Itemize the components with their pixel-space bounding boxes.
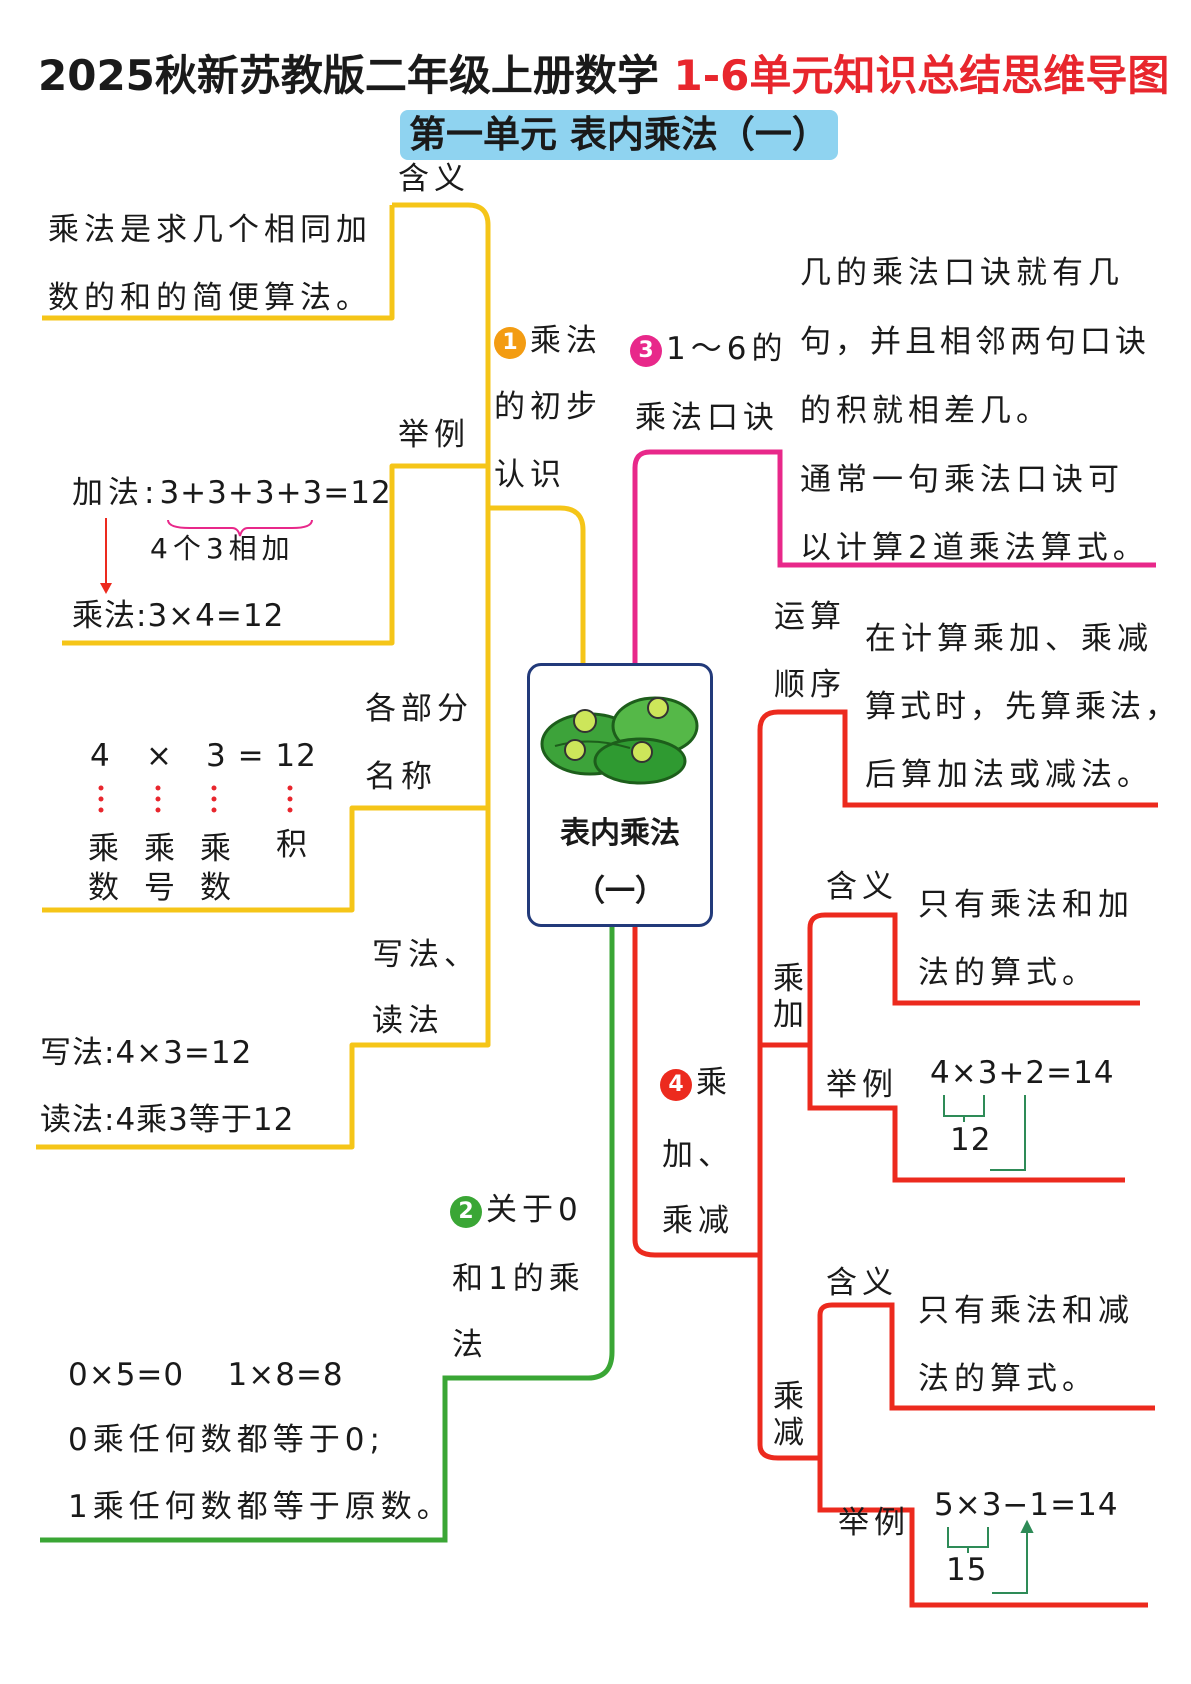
- branch3-number-badge: 3: [630, 334, 662, 367]
- brace-note: 4个3相加: [150, 532, 295, 565]
- read-example: 读法:4乘3等于12: [40, 1102, 295, 1138]
- parts-label-line2: 名称: [365, 759, 437, 795]
- multiplication-table-note-line3: 的积就相差几。: [800, 393, 1052, 429]
- parts-name-multiplier: 乘 数: [200, 831, 231, 906]
- example-label: 举例: [398, 417, 470, 453]
- meaning-text-line2: 数的和的简便算法。: [48, 280, 372, 316]
- order-label-line2: 顺序: [774, 667, 846, 703]
- brace-4x3: [167, 519, 313, 537]
- addition-to-multiplication-arrow: [100, 518, 112, 594]
- center-node: 表内乘法 （一）: [527, 663, 713, 927]
- mul-sub-meaning-label: 含义: [826, 1265, 898, 1301]
- mul-add-partial: 12: [950, 1122, 992, 1158]
- branch2-number-badge: 2: [450, 1195, 482, 1228]
- meaning-label: 含义: [398, 161, 470, 197]
- write-example: 写法:4×3=12: [40, 1035, 253, 1071]
- unit-label: 第一单元 表内乘法（一）: [400, 110, 838, 160]
- mul-add-meaning-line1: 只有乘法和加: [918, 887, 1134, 923]
- mul-sub-label: 乘 减: [773, 1379, 804, 1451]
- addition-example: 加法:3+3+3+3=12: [72, 475, 392, 511]
- branch2-title-line2: 和1的乘: [452, 1261, 585, 1297]
- center-title-line2: （一）: [575, 874, 665, 909]
- order-text-line2: 算式时，先算乘法，: [865, 689, 1180, 725]
- branch1-title-line2: 的初步: [494, 389, 602, 425]
- multiplication-example: 乘法:3×4=12: [72, 598, 285, 634]
- bracket-4x3: [943, 1095, 1026, 1171]
- branch1-lines: [36, 202, 586, 1150]
- parts-name-multiplicand: 乘 数: [88, 831, 119, 906]
- mul-add-label: 乘 加: [773, 961, 804, 1033]
- write-read-label-line1: 写法、: [372, 937, 480, 973]
- order-text-line1: 在计算乘加、乘减: [865, 621, 1153, 657]
- page-title-accent: 1-6单元知识总结思维导图: [673, 51, 1170, 100]
- parts-name-sign: 乘 号: [144, 831, 175, 906]
- meaning-text-line1: 乘法是求几个相同加: [48, 212, 372, 248]
- zero-rule: 0乘任何数都等于0;: [68, 1422, 385, 1458]
- branch4-title-line2: 加、: [662, 1137, 734, 1173]
- parts-name-product: 积: [276, 827, 307, 863]
- mul-sub-meaning-line1: 只有乘法和减: [918, 1293, 1134, 1329]
- parts-times-sign: ×: [146, 738, 177, 774]
- parts-label-line1: 各部分: [365, 691, 473, 727]
- order-text-line3: 后算加法或减法。: [865, 757, 1153, 793]
- mul-add-meaning-label: 含义: [826, 869, 898, 905]
- page-title: 2025秋新苏教版二年级上册数学 1-6单元知识总结思维导图: [38, 51, 1170, 100]
- multiplication-table-note-line4: 通常一句乘法口诀可: [800, 462, 1124, 498]
- branch4-lines: [632, 709, 1158, 1608]
- mul-add-expression: 4×3+2=14: [930, 1055, 1115, 1091]
- branch3-lines: [632, 449, 1156, 663]
- multiplication-table-note-line5: 以计算2道乘法算式。: [800, 530, 1149, 566]
- branch4-number-badge: 4: [660, 1068, 692, 1101]
- branch2-lines: [40, 927, 615, 1543]
- mul-sub-example-label: 举例: [838, 1505, 910, 1541]
- multiplication-table-note-line1: 几的乘法口诀就有几: [800, 255, 1124, 291]
- dotted-connectors: [98, 785, 293, 813]
- multiplication-table-note-line2: 句，并且相邻两句口诀: [800, 324, 1150, 360]
- branch1-title-line3: 认识: [494, 457, 566, 493]
- leaf-caterpillar-illustration: [540, 696, 699, 785]
- center-title-line1: 表内乘法: [560, 816, 680, 851]
- mul-sub-partial: 15: [946, 1552, 988, 1588]
- mul-add-example-label: 举例: [826, 1067, 898, 1103]
- one-rule: 1乘任何数都等于原数。: [68, 1489, 453, 1525]
- branch3-title-line2: 乘法口诀: [635, 400, 779, 436]
- mul-sub-expression: 5×3−1=14: [934, 1487, 1119, 1523]
- mul-add-meaning-line2: 法的算式。: [918, 955, 1098, 991]
- branch2-title-line3: 法: [452, 1327, 488, 1363]
- bracket-5x3: [947, 1519, 1034, 1594]
- branch4-title-line3: 乘减: [662, 1203, 734, 1239]
- mul-sub-meaning-line2: 法的算式。: [918, 1361, 1098, 1397]
- zero-one-examples: 0×5=0 1×8=8: [68, 1357, 344, 1393]
- order-label-line1: 运算: [774, 599, 846, 635]
- parts-factor2-product: 3 = 12: [206, 738, 317, 774]
- parts-factor1: 4: [90, 738, 115, 774]
- branch1-number-badge: 1: [494, 326, 526, 359]
- write-read-label-line2: 读法: [372, 1003, 444, 1039]
